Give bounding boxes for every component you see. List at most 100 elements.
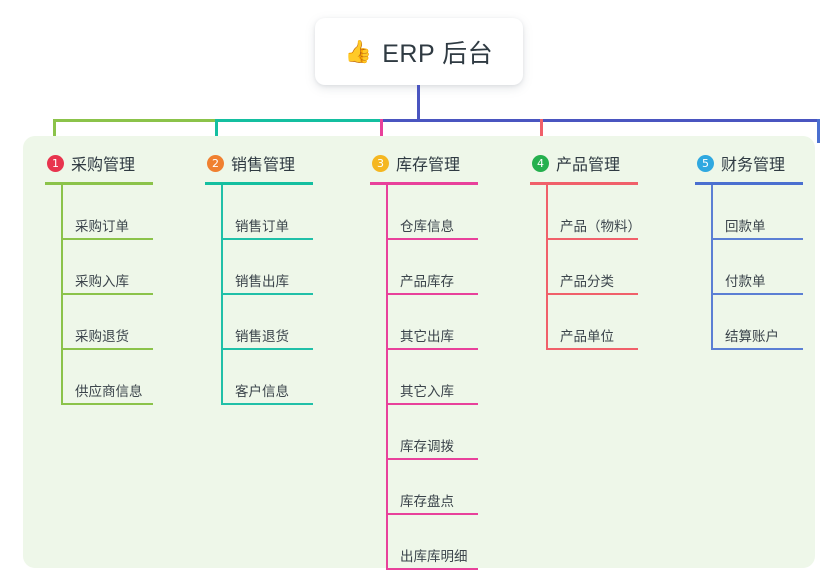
list-item[interactable]: 库存盘点 [386,460,520,515]
drop-connector-5 [817,119,820,143]
column-rule-2 [205,182,313,185]
list-item-label: 库存盘点 [400,494,454,509]
item-list-3: 仓库信息产品库存其它出库其它入库库存调拨库存盘点出库库明细 [370,185,520,570]
drop-connector-4 [540,119,543,143]
column-title-4: 产品管理 [556,157,621,174]
list-item[interactable]: 其它入库 [386,350,520,405]
list-item-label: 付款单 [725,274,766,289]
list-item[interactable]: 付款单 [711,240,839,295]
list-item-label: 出库库明细 [400,549,468,564]
item-list-1: 采购订单采购入库采购退货供应商信息 [45,185,195,405]
list-item-underline [61,293,153,295]
list-item-underline [61,238,153,240]
list-item[interactable]: 结算账户 [711,295,839,350]
list-item-label: 产品分类 [560,274,614,289]
list-item[interactable]: 采购入库 [61,240,195,295]
list-item-label: 产品库存 [400,274,454,289]
list-item[interactable]: 回款单 [711,185,839,240]
list-item-underline [221,293,313,295]
list-item-underline [221,348,313,350]
list-item-label: 供应商信息 [75,384,143,399]
list-item-underline [711,293,803,295]
column-spine-1 [61,185,63,405]
list-item-underline [711,238,803,240]
drop-connector-1 [53,119,56,143]
column-spine-2 [221,185,223,405]
list-item-underline [386,513,478,515]
list-item-underline [61,403,153,405]
list-item[interactable]: 供应商信息 [61,350,195,405]
list-item-underline [386,403,478,405]
list-item-underline [386,293,478,295]
list-item-underline [386,238,478,240]
list-item-label: 采购退货 [75,329,129,344]
list-item[interactable]: 产品单位 [546,295,680,350]
list-item[interactable]: 仓库信息 [386,185,520,240]
list-item[interactable]: 销售订单 [221,185,355,240]
list-item[interactable]: 销售出库 [221,240,355,295]
list-item[interactable]: 客户信息 [221,350,355,405]
list-item-underline [61,348,153,350]
column-title-1: 采购管理 [71,157,136,174]
list-item-underline [386,568,478,570]
column-3: 3 库存管理仓库信息产品库存其它出库其它入库库存调拨库存盘点出库库明细 [370,136,520,570]
item-list-2: 销售订单销售出库销售退货客户信息 [205,185,355,405]
list-item[interactable]: 库存调拨 [386,405,520,460]
list-item-label: 回款单 [725,219,766,234]
column-badge-3: 3 [372,154,389,172]
column-rule-1 [45,182,153,185]
list-item-label: 销售退货 [235,329,289,344]
column-spine-3 [386,185,388,570]
column-rule-3 [370,182,478,185]
list-item[interactable]: 采购退货 [61,295,195,350]
list-item-underline [221,403,313,405]
column-1: 1 采购管理采购订单采购入库采购退货供应商信息 [45,136,195,405]
column-4: 4 产品管理产品（物料） 产品分类产品单位 [530,136,680,350]
list-item-label: 销售出库 [235,274,289,289]
column-title-3: 库存管理 [396,157,461,174]
item-list-5: 回款单付款单结算账户 [695,185,839,350]
list-item[interactable]: 产品库存 [386,240,520,295]
column-header-3[interactable]: 3 库存管理 [370,151,520,175]
list-item[interactable]: 产品分类 [546,240,680,295]
column-header-1[interactable]: 1 采购管理 [45,151,195,175]
column-spine-5 [711,185,713,350]
list-item[interactable]: 出库库明细 [386,515,520,570]
column-badge-4: 4 [532,154,549,172]
list-item-underline [546,348,638,350]
list-item[interactable]: 采购订单 [61,185,195,240]
column-badge-2: 2 [207,154,224,172]
bus-segment-4 [540,119,700,122]
list-item-label: 仓库信息 [400,219,454,234]
root-stem-connector [417,85,420,121]
list-item-underline [546,238,638,240]
list-item[interactable]: 销售退货 [221,295,355,350]
list-item-underline [711,348,803,350]
list-item-label: 采购入库 [75,274,129,289]
list-item[interactable]: 产品（物料） [546,185,680,240]
list-item-label: 销售订单 [235,219,289,234]
list-item-underline [221,238,313,240]
drop-connector-3 [380,119,383,143]
root-node[interactable]: 👍 ERP 后台 [315,18,523,85]
thumbs-up-icon: 👍 [344,38,373,64]
list-item-underline [386,348,478,350]
drop-connector-2 [215,119,218,143]
list-item-label: 其它入库 [400,384,454,399]
page-title: ERP 后台 [382,39,494,68]
column-rule-5 [695,182,803,185]
column-header-4[interactable]: 4 产品管理 [530,151,680,175]
list-item-label: 采购订单 [75,219,129,234]
list-item-label: 结算账户 [725,329,779,344]
list-item[interactable]: 其它出库 [386,295,520,350]
list-item-underline [546,293,638,295]
column-badge-1: 1 [47,154,64,172]
bus-segment-1 [53,119,215,122]
bus-segment-2 [215,119,380,122]
